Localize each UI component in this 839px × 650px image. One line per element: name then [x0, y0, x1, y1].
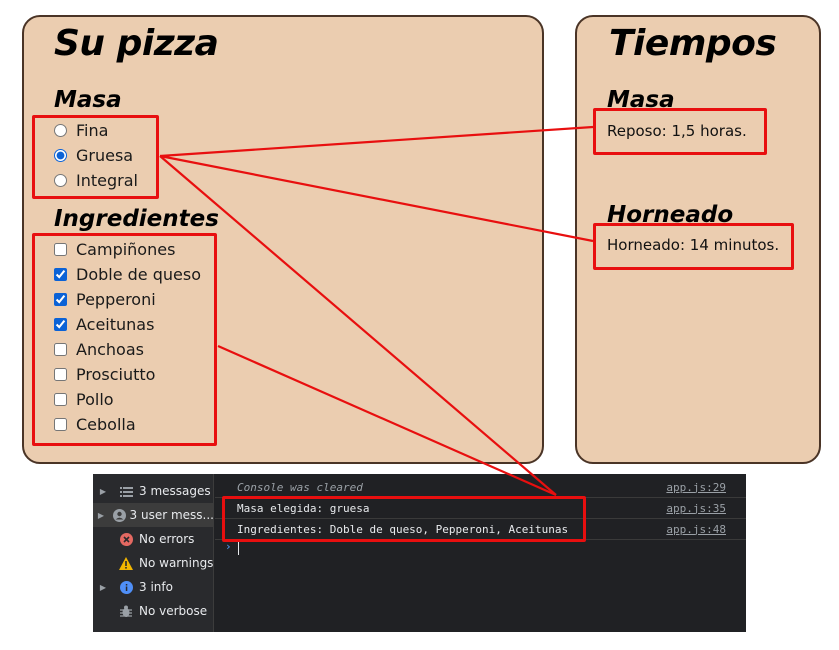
console-sidebar: ▶ 3 messages ▶ 3 user mess... No errors — [93, 474, 214, 632]
expand-arrow-icon[interactable]: ▶ — [97, 510, 105, 520]
sidebar-item-errors[interactable]: No errors — [93, 527, 214, 551]
masa-option-integral[interactable]: Integral — [54, 168, 138, 193]
source-link[interactable]: app.js:48 — [666, 522, 726, 536]
sidebar-label: No warnings — [139, 556, 214, 570]
sidebar-label: 3 info — [139, 580, 173, 594]
sidebar-label: No verbose — [139, 604, 208, 618]
radio-fina[interactable] — [54, 124, 67, 137]
sidebar-label: 3 user mess... — [129, 508, 214, 522]
console-line: Masa elegida: gruesa app.js:35 — [215, 498, 746, 519]
tiempos-title: Tiempos — [609, 23, 777, 64]
highlight-reposo — [593, 108, 767, 155]
checkbox-cebolla[interactable] — [54, 418, 67, 431]
checkbox-pollo[interactable] — [54, 393, 67, 406]
console-line: Console was cleared app.js:29 — [215, 477, 746, 498]
sidebar-item-verbose[interactable]: No verbose — [93, 599, 214, 623]
ingrediente-aceitunas[interactable]: Aceitunas — [54, 312, 154, 337]
source-link[interactable]: app.js:35 — [666, 501, 726, 515]
radio-gruesa[interactable] — [54, 149, 67, 162]
checkbox-pepperoni[interactable] — [54, 293, 67, 306]
expand-arrow-icon[interactable]: ▶ — [99, 486, 107, 496]
checkbox-prosciutto[interactable] — [54, 368, 67, 381]
masa-heading: Masa — [54, 87, 122, 113]
masa-option-fina[interactable]: Fina — [54, 118, 108, 143]
devtools-console: ▶ 3 messages ▶ 3 user mess... No errors — [93, 474, 746, 632]
option-label: Aceitunas — [76, 315, 155, 334]
info-icon — [113, 580, 139, 594]
option-label: Gruesa — [76, 146, 134, 165]
error-icon — [113, 532, 139, 546]
console-message: Masa elegida: gruesa — [237, 501, 370, 515]
masa-option-gruesa[interactable]: Gruesa — [54, 143, 133, 168]
checkbox-aceitunas[interactable] — [54, 318, 67, 331]
radio-integral[interactable] — [54, 174, 67, 187]
prompt-chevron-icon: › — [225, 540, 232, 553]
sidebar-label: No errors — [139, 532, 195, 546]
sidebar-item-messages[interactable]: ▶ 3 messages — [93, 479, 214, 503]
ingrediente-campinones[interactable]: Campiñones — [54, 237, 175, 262]
option-label: Anchoas — [76, 340, 144, 359]
list-icon — [113, 486, 139, 497]
ingrediente-pepperoni[interactable]: Pepperoni — [54, 287, 156, 312]
option-label: Pollo — [76, 390, 114, 409]
option-label: Cebolla — [76, 415, 136, 434]
sidebar-item-user-messages[interactable]: ▶ 3 user mess... — [93, 503, 214, 527]
option-label: Prosciutto — [76, 365, 156, 384]
user-icon — [109, 508, 130, 522]
reposo-text: Reposo: 1,5 horas. — [607, 122, 747, 140]
ingrediente-pollo[interactable]: Pollo — [54, 387, 114, 412]
console-input[interactable] — [238, 542, 239, 555]
sidebar-item-warnings[interactable]: No warnings — [93, 551, 214, 575]
ingrediente-cebolla[interactable]: Cebolla — [54, 412, 136, 437]
highlight-horneado — [593, 223, 794, 270]
option-label: Pepperoni — [76, 290, 156, 309]
option-label: Fina — [76, 121, 109, 140]
bug-icon — [113, 605, 139, 618]
ingredientes-heading: Ingredientes — [54, 206, 219, 232]
checkbox-campinones[interactable] — [54, 243, 67, 256]
console-message: Ingredientes: Doble de queso, Pepperoni,… — [237, 522, 569, 536]
warning-icon — [113, 556, 139, 570]
source-link[interactable]: app.js:29 — [666, 480, 726, 494]
highlight-masa-options — [32, 115, 159, 199]
option-label: Integral — [76, 171, 138, 190]
highlight-console-output — [222, 496, 586, 542]
ingrediente-prosciutto[interactable]: Prosciutto — [54, 362, 155, 387]
checkbox-doble-queso[interactable] — [54, 268, 67, 281]
sidebar-item-info[interactable]: ▶ 3 info — [93, 575, 214, 599]
sidebar-label: 3 messages — [139, 484, 211, 498]
ingrediente-anchoas[interactable]: Anchoas — [54, 337, 144, 362]
highlight-ingredientes — [32, 233, 217, 446]
console-message: Console was cleared — [237, 480, 363, 494]
checkbox-anchoas[interactable] — [54, 343, 67, 356]
expand-arrow-icon[interactable]: ▶ — [99, 582, 107, 592]
pizza-title: Su pizza — [54, 23, 219, 64]
option-label: Campiñones — [76, 240, 176, 259]
horneado-text: Horneado: 14 minutos. — [607, 236, 780, 254]
